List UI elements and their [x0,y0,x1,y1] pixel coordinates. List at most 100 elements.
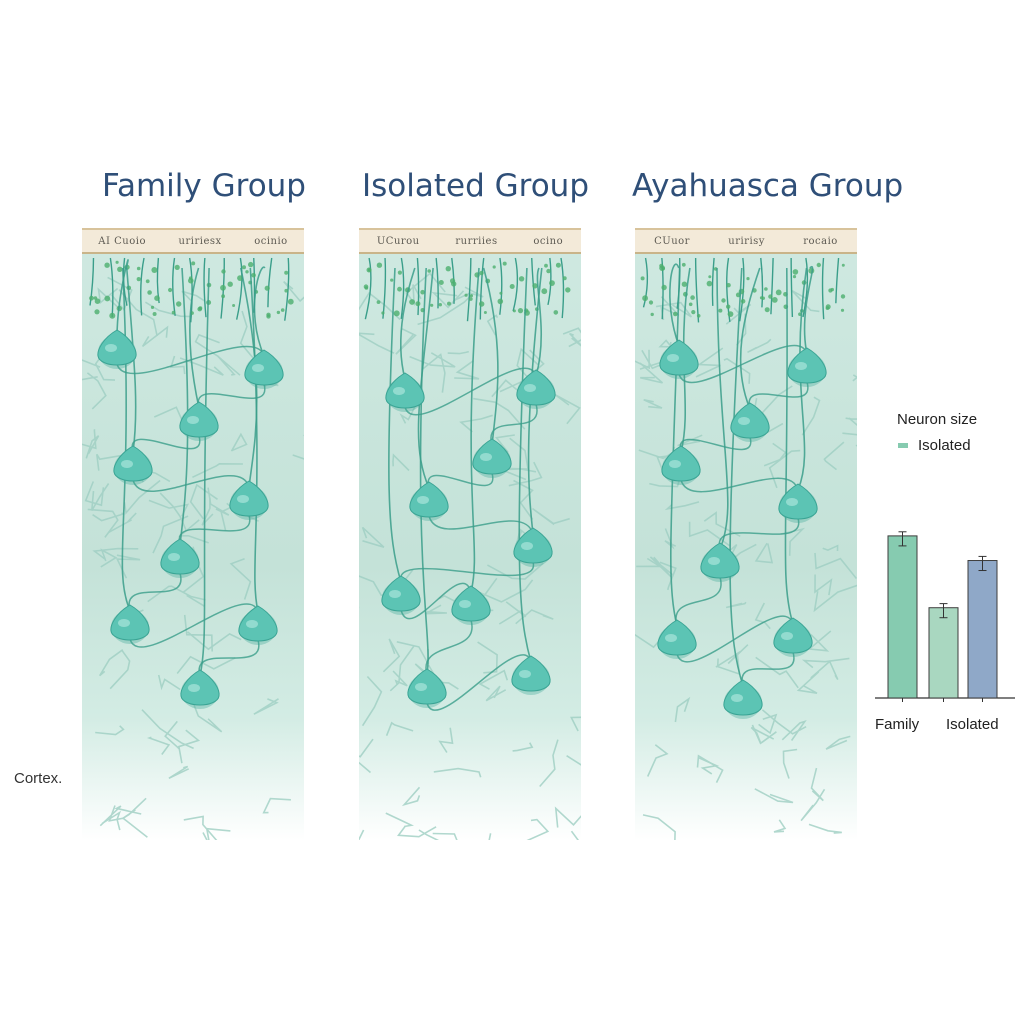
vessel-branch [791,289,820,313]
synapse-dot [227,281,233,287]
synapse-dot [287,298,294,305]
vessel-branch [763,442,787,467]
axon [718,517,800,550]
axon [741,651,795,687]
neuron-highlight [237,495,249,503]
neuron-highlight [252,364,264,372]
vessel-branch [183,614,213,652]
vessel-branch [201,497,214,526]
synapse-dot [397,270,402,275]
neuron-highlight [665,634,677,642]
axon [678,344,808,384]
synapse-dot [650,312,654,317]
vessel-network [82,276,304,840]
synapse-dot [792,275,797,279]
vessel-branch [485,685,507,702]
neuron-highlight [246,620,258,628]
vessel-branch [148,499,190,517]
vessel-branch [486,314,499,336]
neuron-highlight [459,600,471,608]
vessel-branch [639,362,664,384]
vessel-branch [848,417,857,427]
synapse-dot [792,269,799,275]
vessel-branch [230,432,248,452]
vessel-branch [801,396,821,436]
vessel-branch [642,814,676,840]
synapse-dot [706,280,713,287]
synapse-dot [681,262,686,267]
neuron-highlight [524,384,536,392]
vessel-branch [432,832,458,840]
synapse-dot [746,277,750,281]
vessel-branch [84,481,105,507]
neuron-group [657,263,827,719]
synapse-dot [152,312,157,316]
synapse-dot [232,304,236,307]
synapse-dot [438,280,444,285]
vessel-branch [715,644,749,668]
vessel-branch [562,327,581,348]
vessel-branch [107,276,133,312]
synapse-dot [469,294,473,298]
neuron-highlight [105,344,117,352]
vessel-branch [402,284,422,307]
vessel-branch [418,829,440,840]
synapse-dot [691,310,696,315]
chart-title: Neuron size [897,411,978,428]
bar [887,535,918,699]
vessel-branch [773,819,787,833]
neuron-size-bar-chart [875,531,1015,702]
vessel-branch [751,724,777,745]
fringe-dendrite [172,257,176,316]
vessel-branch [229,557,252,600]
apical-dendrite [669,263,680,347]
synapse-dot [366,267,372,273]
vessel-branch [100,548,118,568]
synapse-dot [176,301,182,307]
fringe-dendrite [821,257,825,320]
synapse-dot [726,283,731,288]
vessel-branch [141,325,169,348]
axon [128,572,182,612]
vessel-branch [810,767,824,802]
vessel-branch [655,301,693,318]
axon [679,436,752,453]
vessel-branch [96,453,124,471]
synapse-dot [154,295,160,301]
vessel-branch [554,394,581,425]
vessel-branch [488,833,492,840]
vessel-branch [796,671,820,694]
neuron-soma [229,480,269,517]
neuron-soma [409,481,449,518]
axon [400,582,472,620]
vessel-branch [698,757,720,775]
neuron-highlight [188,684,200,692]
fringe-dendrite [466,257,472,322]
vessel-branch [178,519,209,544]
vessel-branch [399,403,418,424]
vessel-branch [554,806,581,828]
synapse-dot [266,314,271,319]
neuron-highlight [795,362,807,370]
vessel-branch [176,655,236,674]
neuron-soma [778,483,818,520]
family-neuron-drawing [82,257,304,840]
vessel-branch [207,487,230,516]
neuron-highlight [708,557,720,565]
neuron-highlight [781,632,793,640]
vessel-branch [688,521,731,547]
synapse-dot [688,302,693,307]
vessel-branch [179,357,224,376]
vessel-branch [754,542,774,564]
vessel-branch [696,754,724,783]
fringe-dendrite [382,257,387,319]
neuron-soma [773,617,813,654]
fringe-dendrite [760,257,764,308]
vessel-branch [361,675,383,727]
synapse-dot [430,303,434,307]
vessel-branch [566,755,581,766]
synapse-dot [284,270,289,275]
vessel-branch [515,609,554,625]
synapse-dot [364,286,369,290]
vessel-branch [754,602,771,630]
